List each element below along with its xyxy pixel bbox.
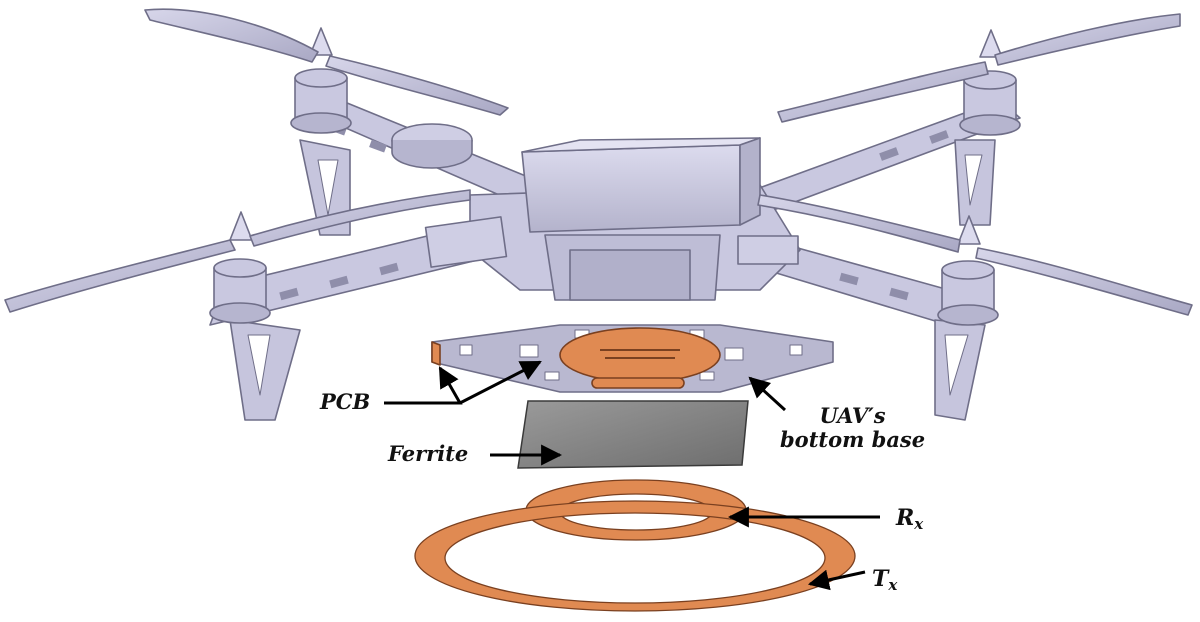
tx-coil bbox=[414, 500, 856, 612]
motor-front-left bbox=[290, 27, 352, 134]
pointer-arrows bbox=[384, 360, 880, 591]
uav-base-label-line2: bottom base bbox=[780, 427, 926, 453]
tx-arrow bbox=[807, 569, 866, 591]
tx-subscript: x bbox=[888, 576, 898, 594]
tx-label: Tx bbox=[872, 566, 897, 594]
uav-base-label-line1: UAV′s bbox=[819, 403, 886, 428]
motor-back-left bbox=[209, 211, 271, 324]
flight-controller bbox=[424, 216, 508, 268]
pcb-coil bbox=[431, 327, 721, 389]
esc-module bbox=[737, 235, 799, 265]
rx-label: Rx bbox=[896, 505, 923, 533]
uav-base-arrow bbox=[748, 376, 787, 412]
motor-back-right bbox=[937, 215, 999, 326]
tx-symbol: T bbox=[872, 566, 889, 592]
ferrite-plate bbox=[517, 400, 749, 469]
ferrite-label: Ferrite bbox=[388, 441, 469, 466]
pcb-arrow-b bbox=[459, 360, 542, 405]
motors bbox=[209, 27, 1021, 326]
rx-symbol: R bbox=[896, 505, 915, 531]
motor-front-right bbox=[959, 29, 1021, 136]
uav-base-label: UAV′s bottom base bbox=[780, 403, 926, 453]
gps-module bbox=[391, 123, 473, 169]
pcb-arrow-a bbox=[384, 366, 463, 405]
battery-box bbox=[521, 137, 761, 233]
landing-legs bbox=[229, 139, 996, 421]
rx-subscript: x bbox=[914, 515, 924, 533]
propellers bbox=[4, 8, 1193, 316]
uav-drone bbox=[4, 8, 1193, 421]
pcb-label: PCB bbox=[320, 389, 371, 414]
